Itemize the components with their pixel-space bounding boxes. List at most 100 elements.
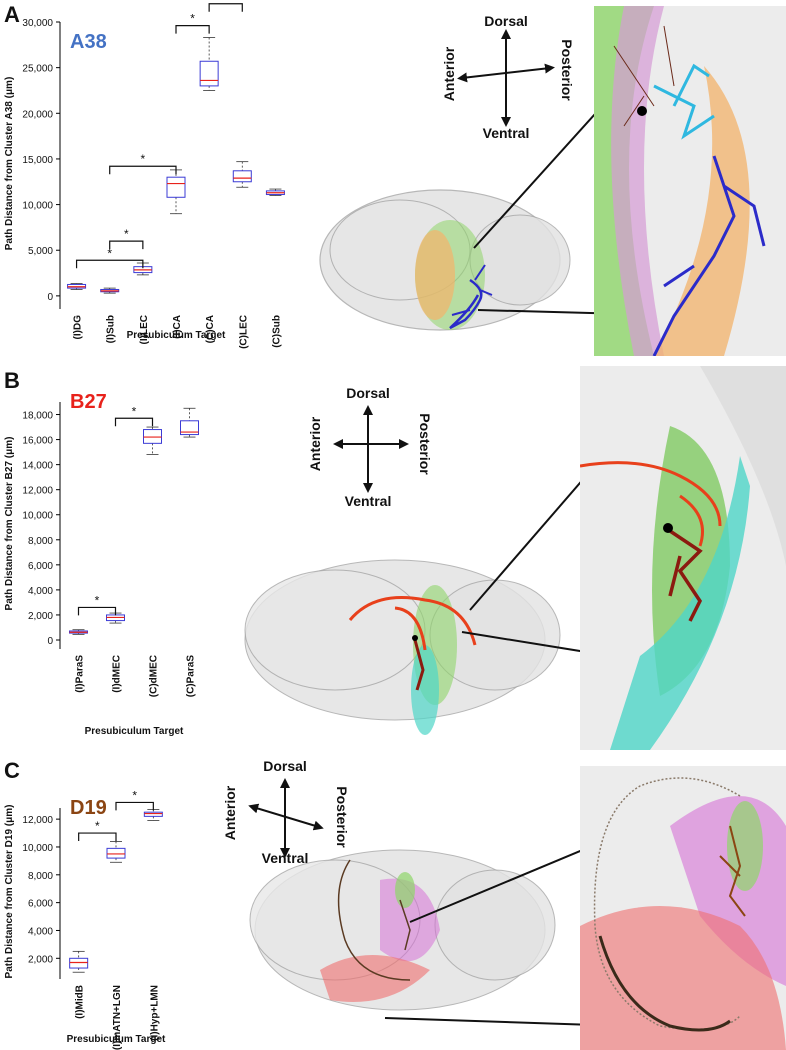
y-tick-label: 10,000 bbox=[22, 201, 53, 212]
y-tick-label: 12,000 bbox=[22, 486, 53, 497]
significance-bracket bbox=[114, 417, 154, 427]
compass-anterior: Anterior bbox=[441, 46, 457, 101]
x-tick-label: (I)MidB bbox=[75, 985, 86, 1019]
significance-bracket bbox=[109, 165, 177, 175]
compass-anterior: Anterior bbox=[222, 785, 238, 840]
compass-posterior: Posterior bbox=[417, 413, 433, 475]
significance-bracket bbox=[109, 240, 144, 250]
significance-star: * bbox=[132, 404, 137, 418]
compass-horizontal-arrow bbox=[457, 63, 555, 83]
brain-render-c bbox=[249, 849, 556, 1011]
y-tick-label: 10,000 bbox=[22, 511, 53, 522]
y-tick-label: 6,000 bbox=[28, 561, 53, 572]
x-tick-label: (I)Hyp+LMN bbox=[149, 985, 160, 1041]
significance-star: * bbox=[223, 0, 228, 4]
box bbox=[69, 957, 89, 969]
significance-star: * bbox=[95, 819, 100, 833]
y-tick-label: 8,000 bbox=[28, 871, 53, 882]
significance-star: * bbox=[132, 788, 137, 802]
significance-bracket bbox=[77, 606, 117, 616]
y-tick-label: 2,000 bbox=[28, 611, 53, 622]
cluster-label: A38 bbox=[70, 31, 107, 53]
panel-b: B B27 0 2,000 4,000 6,000 8,000 10,000 12,000 14,… bbox=[0, 360, 786, 750]
y-axis-label: Path Distance from Cluster D19 (μm) bbox=[4, 805, 15, 979]
y-axis-label: Path Distance from Cluster B27 (μm) bbox=[4, 437, 15, 611]
y-axis-label: Path Distance from Cluster A38 (μm) bbox=[4, 77, 15, 251]
x-tick-label: (I)DG bbox=[73, 315, 84, 340]
chart-d19: C D19 2,000 4,000 6,000 8,000 10,000 12,000 Path… bbox=[4, 758, 166, 1050]
chart-a38: AA3805,00010,00015,00020,00025,00030,000… bbox=[4, 0, 285, 349]
brain-render-b bbox=[244, 559, 561, 735]
compass-dorsal: Dorsal bbox=[346, 385, 390, 401]
brain-render-a bbox=[319, 189, 571, 331]
y-tick-label: 5,000 bbox=[28, 246, 53, 257]
y-tick-label: 0 bbox=[47, 292, 53, 303]
compass-dorsal: Dorsal bbox=[484, 13, 528, 29]
significance-star: * bbox=[107, 246, 112, 260]
y-tick-label: 14,000 bbox=[22, 461, 53, 472]
box bbox=[199, 60, 219, 87]
x-tick-label: (I)mATN+LGN bbox=[112, 985, 123, 1050]
x-axis-label: Presubiculum Target bbox=[127, 330, 226, 341]
y-tick-label: 0 bbox=[47, 636, 53, 647]
x-tick-label: (I)Sub bbox=[106, 315, 117, 343]
compass-b: Dorsal Ventral Anterior Posterior bbox=[307, 385, 433, 509]
chart-b27: B B27 0 2,000 4,000 6,000 8,000 10,000 12,000 14,… bbox=[4, 368, 199, 737]
significance-bracket bbox=[208, 3, 243, 12]
significance-star: * bbox=[190, 12, 195, 26]
box bbox=[143, 811, 163, 817]
box bbox=[232, 170, 252, 183]
compass-dorsal: Dorsal bbox=[263, 758, 307, 774]
y-tick-label: 2,000 bbox=[28, 954, 53, 965]
compass-c: Dorsal Ventral Anterior Posterior bbox=[222, 758, 350, 866]
y-tick-label: 25,000 bbox=[22, 64, 53, 75]
compass-posterior: Posterior bbox=[559, 39, 575, 101]
x-tick-label: (I)CA bbox=[172, 315, 183, 339]
significance-star: * bbox=[141, 152, 146, 166]
y-tick-label: 4,000 bbox=[28, 586, 53, 597]
panel-c: C D19 2,000 4,000 6,000 8,000 10,000 12,000 Path… bbox=[0, 750, 786, 1050]
cluster-label: B27 bbox=[70, 391, 107, 413]
significance-star: * bbox=[95, 593, 100, 607]
y-tick-label: 16,000 bbox=[22, 436, 53, 447]
y-tick-label: 15,000 bbox=[22, 155, 53, 166]
compass-posterior: Posterior bbox=[334, 786, 350, 848]
compass-a: Dorsal Ventral Anterior Posterior bbox=[441, 13, 575, 141]
inset-render-b bbox=[580, 366, 786, 750]
y-tick-label: 12,000 bbox=[22, 815, 53, 826]
x-tick-label: (C)LEC bbox=[238, 315, 249, 349]
y-tick-label: 20,000 bbox=[22, 109, 53, 120]
compass-ventral: Ventral bbox=[345, 493, 392, 509]
x-tick-label: (C)CA bbox=[205, 315, 216, 343]
x-tick-label: (I)dMEC bbox=[112, 655, 123, 693]
compass-ventral: Ventral bbox=[262, 850, 309, 866]
y-tick-label: 4,000 bbox=[28, 926, 53, 937]
compass-ventral: Ventral bbox=[483, 125, 530, 141]
y-tick-label: 18,000 bbox=[22, 411, 53, 422]
significance-bracket bbox=[78, 832, 117, 842]
inset-render-c bbox=[580, 766, 786, 1050]
y-tick-label: 30,000 bbox=[22, 18, 53, 29]
panel-letter: C bbox=[4, 758, 20, 783]
panel-letter: B bbox=[4, 368, 20, 393]
box bbox=[166, 176, 186, 198]
box bbox=[180, 420, 199, 436]
compass-horizontal-arrow bbox=[248, 803, 324, 831]
significance-bracket bbox=[75, 259, 144, 269]
box bbox=[106, 847, 126, 859]
y-tick-label: 8,000 bbox=[28, 536, 53, 547]
x-tick-label: (C)dMEC bbox=[149, 655, 160, 697]
compass-anterior: Anterior bbox=[307, 416, 323, 471]
y-tick-label: 10,000 bbox=[22, 843, 53, 854]
x-tick-label: (C)Sub bbox=[271, 315, 282, 348]
box bbox=[143, 429, 162, 444]
x-tick-label: (I)ParaS bbox=[75, 655, 86, 693]
significance-star: * bbox=[124, 227, 129, 241]
cluster-label: D19 bbox=[70, 797, 107, 819]
x-tick-label: (I)LEC bbox=[139, 315, 150, 344]
x-axis-label: Presubiculum Target bbox=[85, 726, 184, 737]
y-tick-label: 6,000 bbox=[28, 899, 53, 910]
significance-bracket bbox=[175, 25, 210, 34]
x-axis-label: Presubiculum Target bbox=[67, 1034, 166, 1045]
